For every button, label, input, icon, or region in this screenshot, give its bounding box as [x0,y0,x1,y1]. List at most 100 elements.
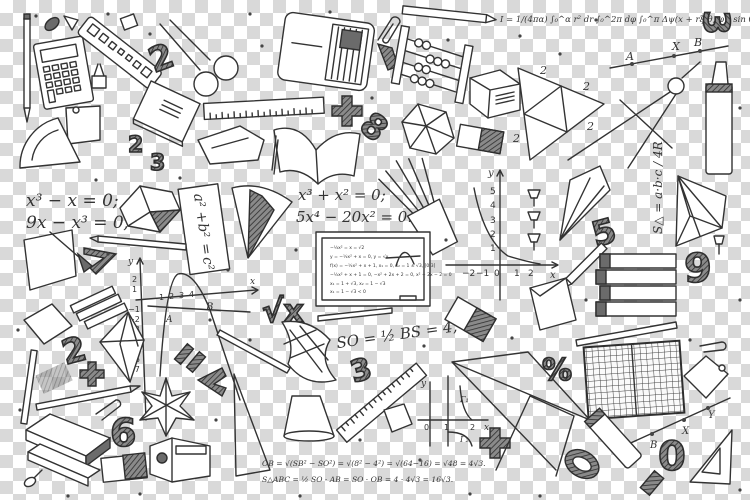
pythagoras-card: a² + b² = c² [177,183,231,276]
plus-bottom-icon [479,427,511,459]
pen-horizontal-icon [317,307,393,322]
dot-texture-icon [35,362,73,394]
svg-text:0: 0 [494,269,500,279]
svg-text:b²: b² [194,222,212,239]
svg-text:2: 2 [586,120,594,133]
svg-text:y: y [420,379,427,389]
triangle-sides-icon: 2 2 2 2 [512,64,605,161]
svg-text:B: B [693,36,702,49]
svg-text:−½x² + x + 1 = 0, −x² + 2x +: −½x² + x + 1 = 0, −x² + 2x + 2 = 0, x² −… [330,271,452,278]
svg-text:2: 2 [582,80,590,93]
svg-text:B: B [649,440,657,451]
svg-text:−2: −2 [462,269,475,279]
pen-vertical-icon [20,349,38,425]
svg-text:Γ₁: Γ₁ [459,395,469,404]
triangle-right-icon [495,395,575,477]
pencil-bottom-icon [35,385,141,411]
calculator-icon [32,35,95,110]
eraser-middle-icon [444,296,498,343]
triangle-large-icon [451,351,591,471]
equation-1: x³ − x = 0; [26,191,119,211]
svg-text:−¼x² = x = √2: −¼x² = x = √2 [330,245,364,251]
triangle-lines-left [233,373,271,477]
ruler-diagonal-icon [335,362,428,443]
cube-top-icon [469,69,521,119]
eraser-icon [455,123,505,155]
svg-text:5: 5 [490,187,496,197]
svg-text:2: 2 [132,275,137,284]
plus-left-icon [79,361,105,387]
svg-text:A: A [625,50,634,63]
number-three-top: 3 [150,151,165,176]
pushpin-right-icon [713,235,725,255]
compass-icon [567,61,701,169]
equation-4: 5x⁴ − 20x² = 0. [296,208,412,226]
equation-2: 9x − x³ = 0; [26,213,129,233]
pencil-icon [23,13,31,123]
abacus-icon [390,24,474,105]
bipyramid-icon [99,311,145,383]
svg-text:2: 2 [512,132,520,145]
books-stack-icon [595,253,677,317]
pencil-notebook-icon [575,321,678,347]
scatter-dots [16,10,742,498]
hole-punch-icon [197,125,265,165]
svg-text:−1: −1 [476,269,489,279]
pyramid-icon [675,175,727,247]
ruler-stencil-icon [77,16,162,89]
set-square-icon [689,429,733,485]
scissors-icon [159,19,239,97]
svg-text:y = −½x² + x = 0, y = √x: y = −½x² + x = 0, y = √x [330,253,389,260]
cube-icon [119,185,182,234]
svg-text:x₁ = 1 − √3 < 0: x₁ = 1 − √3 < 0 [330,289,366,295]
line-bxy: B X Y [623,397,731,451]
blackboard: −¼x² = x = √2 y = −½x² + x = 0, y = √x f… [315,231,452,307]
notepad-icon [132,80,201,147]
pencil-case-icon [277,11,376,92]
pen-diagonal-icon [216,329,291,374]
marker-diagonal-icon [583,407,642,469]
graduation-cap-icon [23,229,94,291]
svg-text:2: 2 [539,64,547,77]
number-nine: 9 [684,246,712,292]
pushpin-bottom-icon [23,469,43,488]
cylinder-icon [529,277,577,331]
svg-text:1: 1 [132,285,137,294]
paperclip-icon [377,16,401,44]
svg-text:X: X [681,426,690,437]
svg-text:x₁ = 1 + √3, x₂ = 1 − √3: x₁ = 1 + √3, x₂ = 1 − √3 [330,281,386,287]
svg-text:−1: −1 [128,305,140,314]
pencil-long-icon [89,235,187,251]
svg-text:x: x [484,423,489,433]
svg-text:y: y [127,257,134,267]
eraser-slab-icon [639,469,665,497]
svg-text:−2: −2 [128,315,140,324]
line-axb: A X B [609,36,729,69]
integral-formula: I = 1/(4πα) ∫₀^α r² dr ∫₀^2π dφ ∫₀^π Δψ(… [499,14,750,25]
ruler-icon [202,96,325,121]
number-zero: 0 [658,434,686,480]
equation-3: x³ + x² = 0; [298,186,386,204]
svg-text:1: 1 [444,423,449,432]
svg-text:Γ₂: Γ₂ [459,435,469,444]
eraser-bottom-icon [100,452,148,483]
note-card-icon [23,303,73,345]
number-two-top: 2 [143,36,179,82]
svg-text:x: x [250,277,255,287]
svg-text:B: B [205,302,213,313]
sticky-note-icon [65,105,101,145]
prism-gem-icon [559,165,611,241]
svg-text:2: 2 [169,292,174,301]
svg-text:4: 4 [490,201,496,211]
sine-rule-formula: S△ = a·b·c / 4R [651,141,665,234]
ob-equation: OB = √(SB² − SO²) = √(8² − 4²) = √(64−16… [262,459,486,468]
equals-icon [173,342,207,374]
svg-text:f(x) = −½x² + x + 1, x₁ = 0,: f(x) = −½x² + x + 1, x₁ = 0, x₂ = 1 ± √3… [330,262,436,269]
pushpin-column-icon [527,189,541,251]
note-folded-icon [383,403,413,433]
graph-center: y x 5 4 3 2 1 −2 −1 0 1 2 [445,168,559,301]
hyperboloid-icon [281,320,337,383]
svg-text:2: 2 [490,230,496,240]
